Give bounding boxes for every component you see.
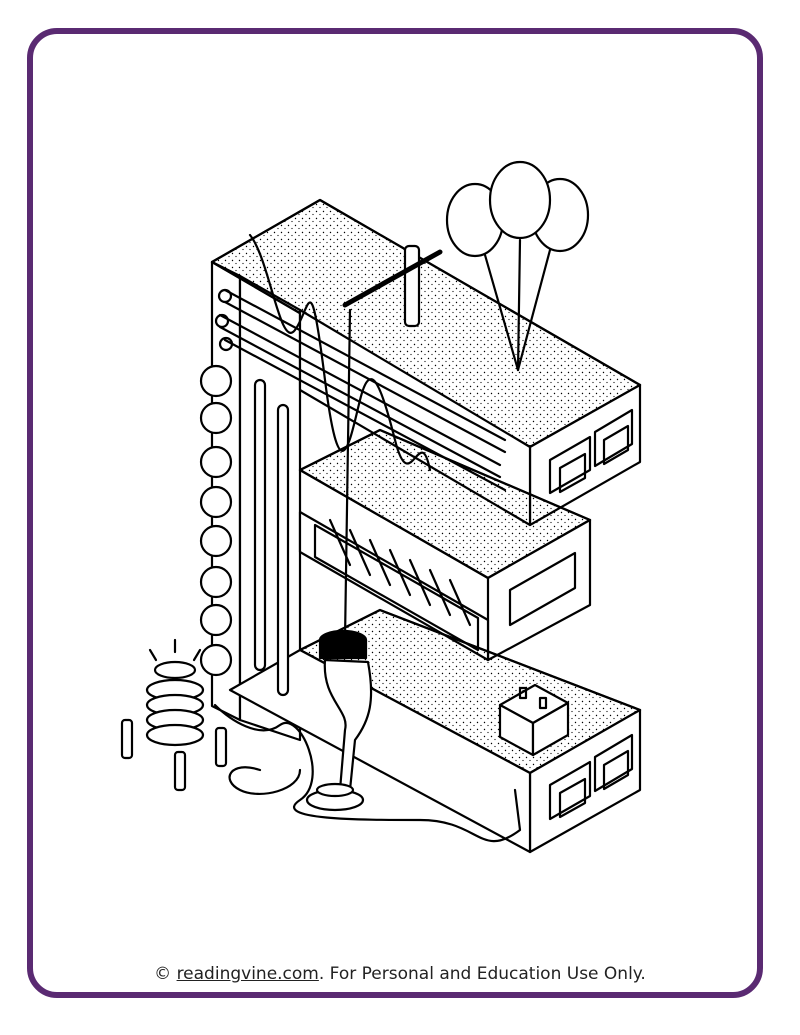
site-link[interactable]: readingvine.com	[176, 964, 319, 984]
floor-cable	[213, 703, 522, 843]
pole	[342, 244, 443, 642]
page-border	[27, 28, 763, 998]
tubes	[253, 378, 290, 697]
battery-icon	[498, 683, 570, 757]
coil-icon	[120, 638, 228, 792]
light-bulb-icon	[199, 364, 233, 677]
balloons-icon	[445, 160, 590, 372]
footer-notice: . For Personal and Education Use Only.	[318, 964, 646, 984]
hand-pressing-button-icon	[305, 629, 373, 812]
footer-copyright: © readingvine.com. For Personal and Educ…	[0, 964, 800, 984]
wavy-wire	[248, 233, 432, 472]
copyright-symbol: ©	[154, 964, 172, 984]
